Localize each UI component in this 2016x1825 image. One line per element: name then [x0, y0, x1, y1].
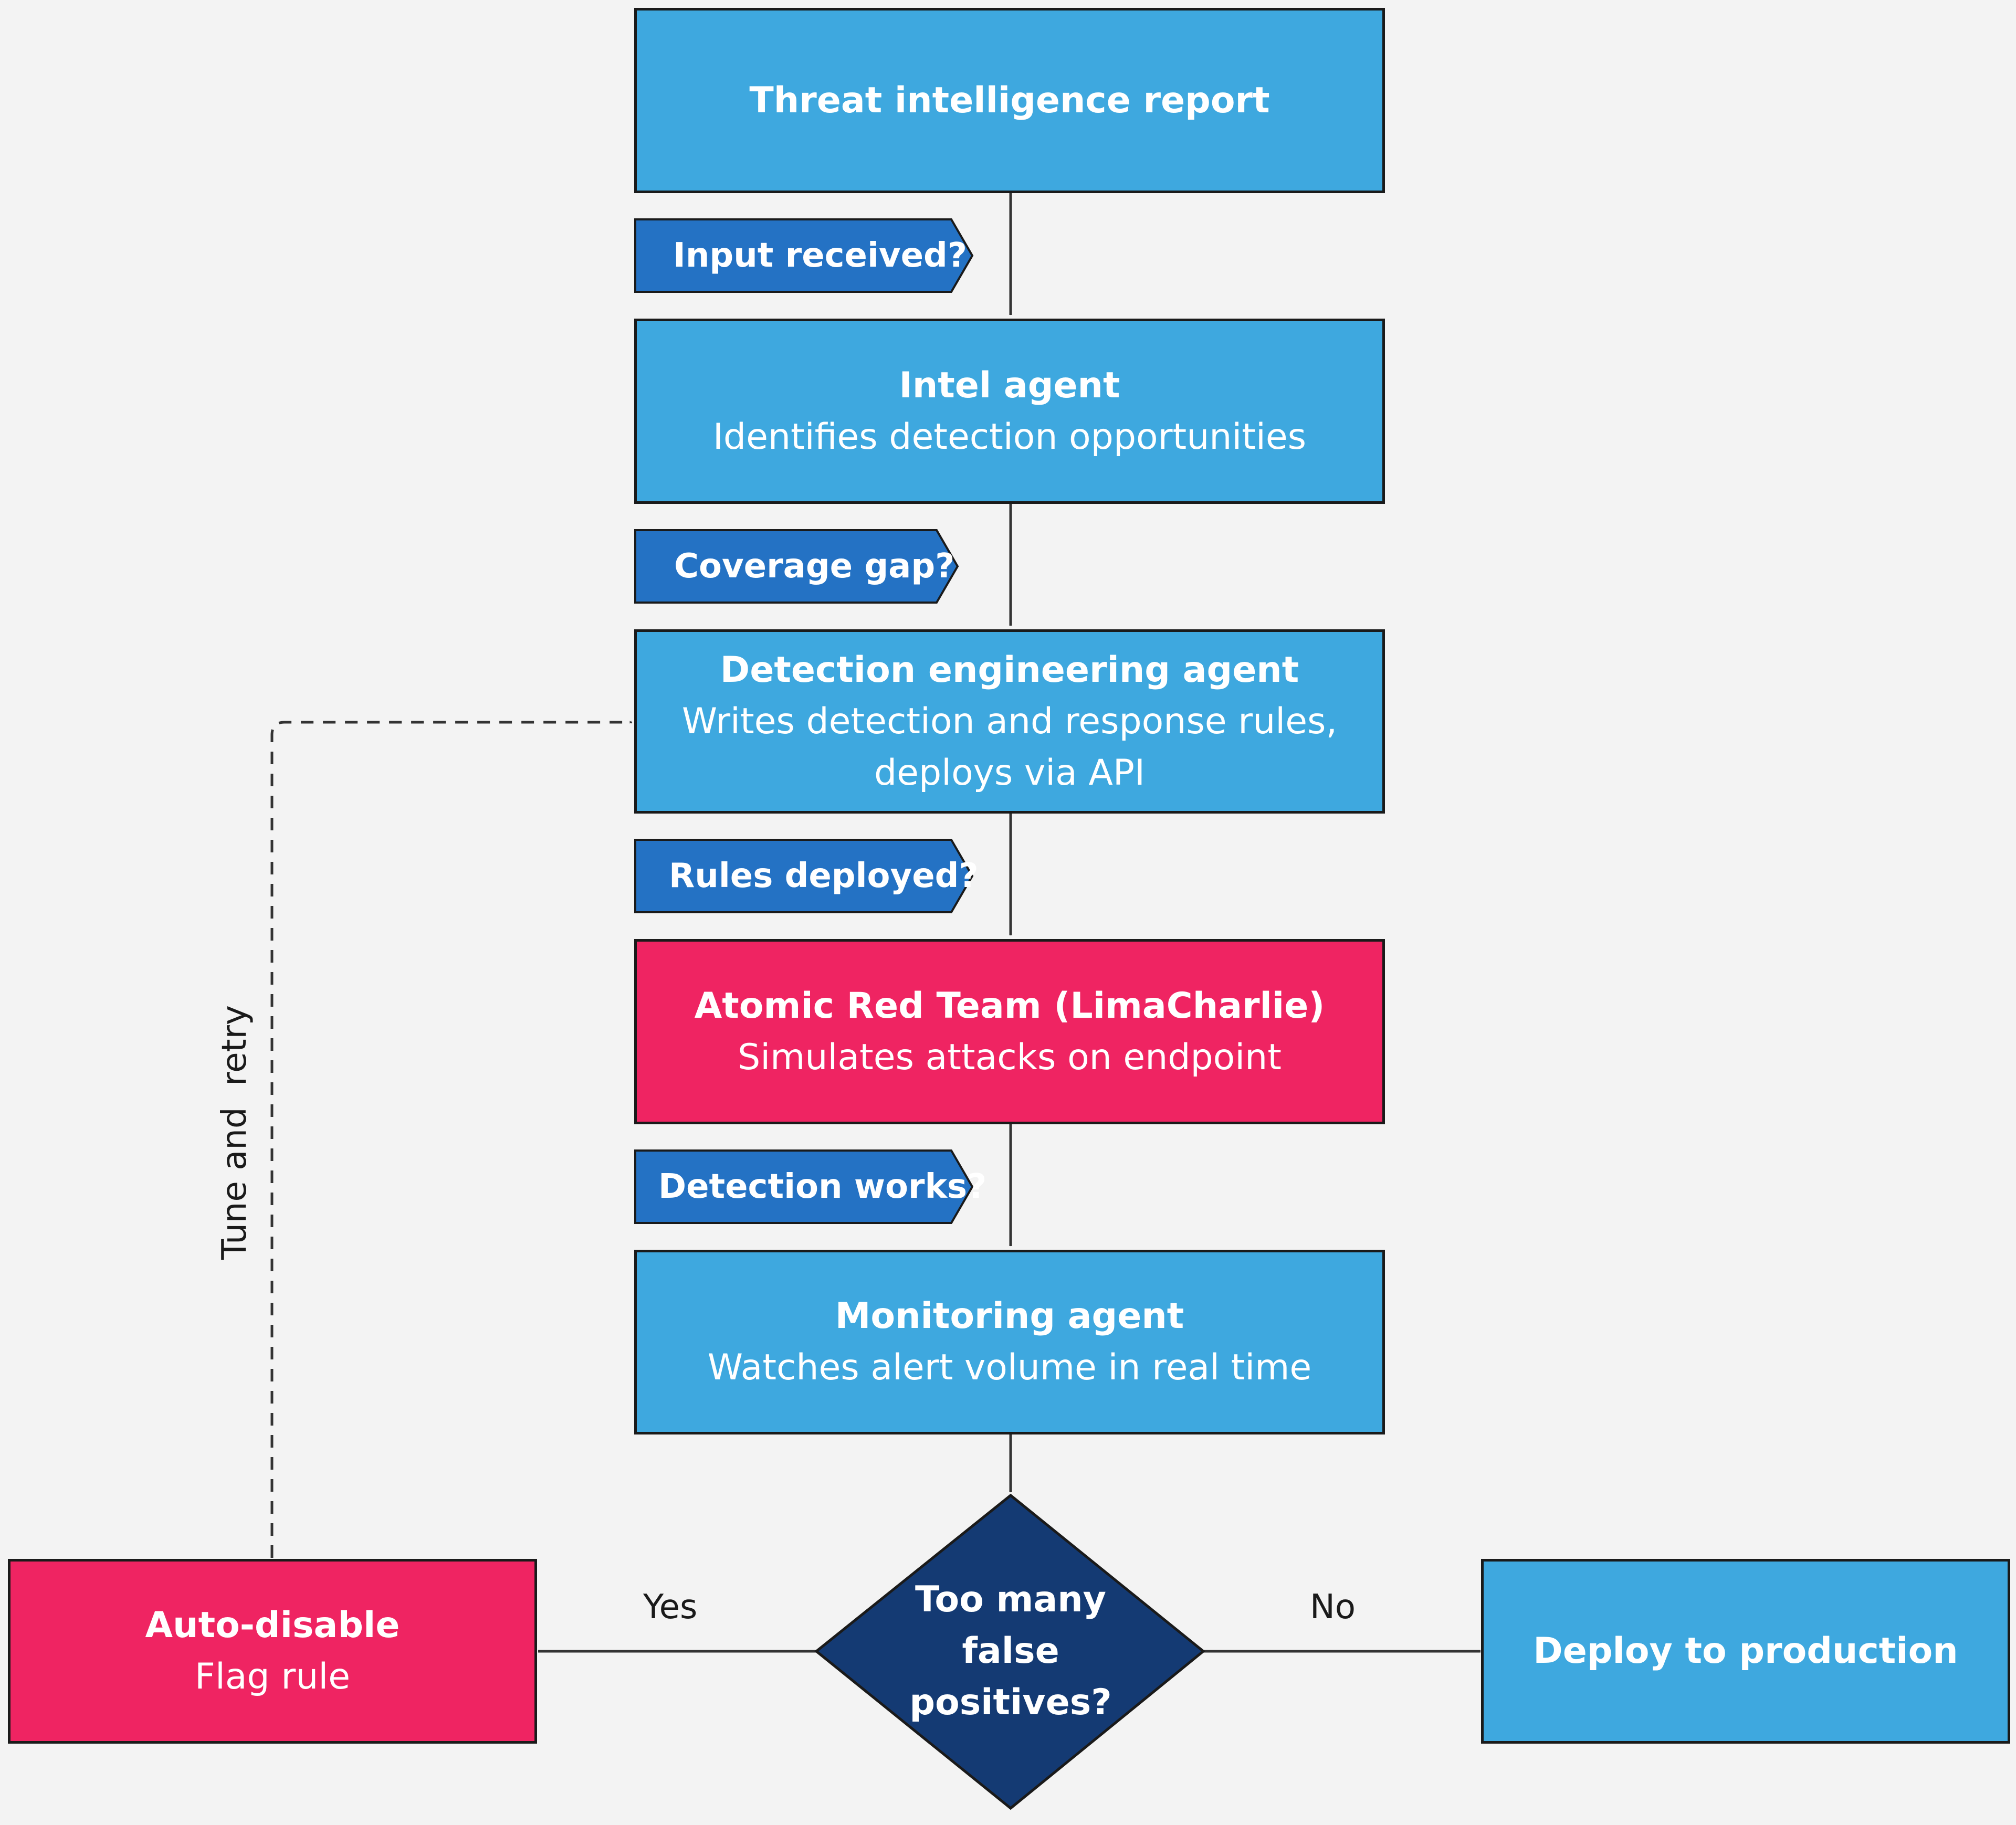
arrow-retry-loop — [270, 721, 633, 1558]
tag-shape-detection-works — [634, 1149, 974, 1224]
edge-label-retry: Tune and retry — [215, 1005, 254, 1260]
intel-agent-node: Intel agent Identifies detection opportu… — [634, 319, 1385, 504]
decision-line-3: positives? — [909, 1682, 1112, 1723]
node-subtitle: Simulates attacks on endpoint — [738, 1036, 1282, 1078]
atomic-red-team-node: Atomic Red Team (LimaCharlie) Simulates … — [634, 939, 1385, 1124]
tag-shape-coverage-gap — [634, 529, 959, 604]
node-subtitle: Identifies detection opportunities — [712, 416, 1307, 458]
condition-detection-works: Detection works? — [658, 1167, 987, 1206]
condition-coverage-gap: Coverage gap? — [674, 546, 955, 586]
node-subtitle: Watches alert volume in real time — [707, 1347, 1312, 1388]
node-title: Detection engineering agent — [720, 649, 1299, 691]
tag-shape-input-received — [634, 218, 974, 293]
decision-diamond — [814, 1493, 1205, 1810]
edge-label-no: No — [1310, 1588, 1356, 1627]
threat-intelligence-report-node: Threat intelligence report — [634, 8, 1385, 193]
decision-line-2: false — [962, 1630, 1059, 1672]
node-subtitle-line-2: deploys via API — [874, 752, 1145, 794]
decision-text: Too many false positives? — [853, 1574, 1168, 1728]
edge-label-yes: Yes — [643, 1588, 698, 1627]
detection-engineering-agent-node: Detection engineering agent Writes detec… — [634, 629, 1385, 814]
node-subtitle-line-1: Writes detection and response rules, — [681, 700, 1338, 742]
auto-disable-node: Auto-disable Flag rule — [8, 1559, 537, 1744]
node-title: Auto-disable — [145, 1605, 400, 1646]
condition-input-received: Input received? — [673, 236, 967, 275]
tag-shape-rules-deployed — [634, 839, 974, 913]
node-title: Monitoring agent — [835, 1295, 1184, 1337]
deploy-to-production-node: Deploy to production — [1481, 1559, 2010, 1744]
node-subtitle: Flag rule — [194, 1656, 351, 1697]
node-title: Intel agent — [899, 364, 1120, 406]
monitoring-agent-node: Monitoring agent Watches alert volume in… — [634, 1250, 1385, 1434]
node-title: Atomic Red Team (LimaCharlie) — [694, 985, 1325, 1027]
node-title: Deploy to production — [1533, 1630, 1958, 1672]
decision-line-1: Too many — [915, 1579, 1106, 1620]
node-title: Threat intelligence report — [749, 79, 1270, 121]
condition-rules-deployed: Rules deployed? — [669, 856, 979, 895]
